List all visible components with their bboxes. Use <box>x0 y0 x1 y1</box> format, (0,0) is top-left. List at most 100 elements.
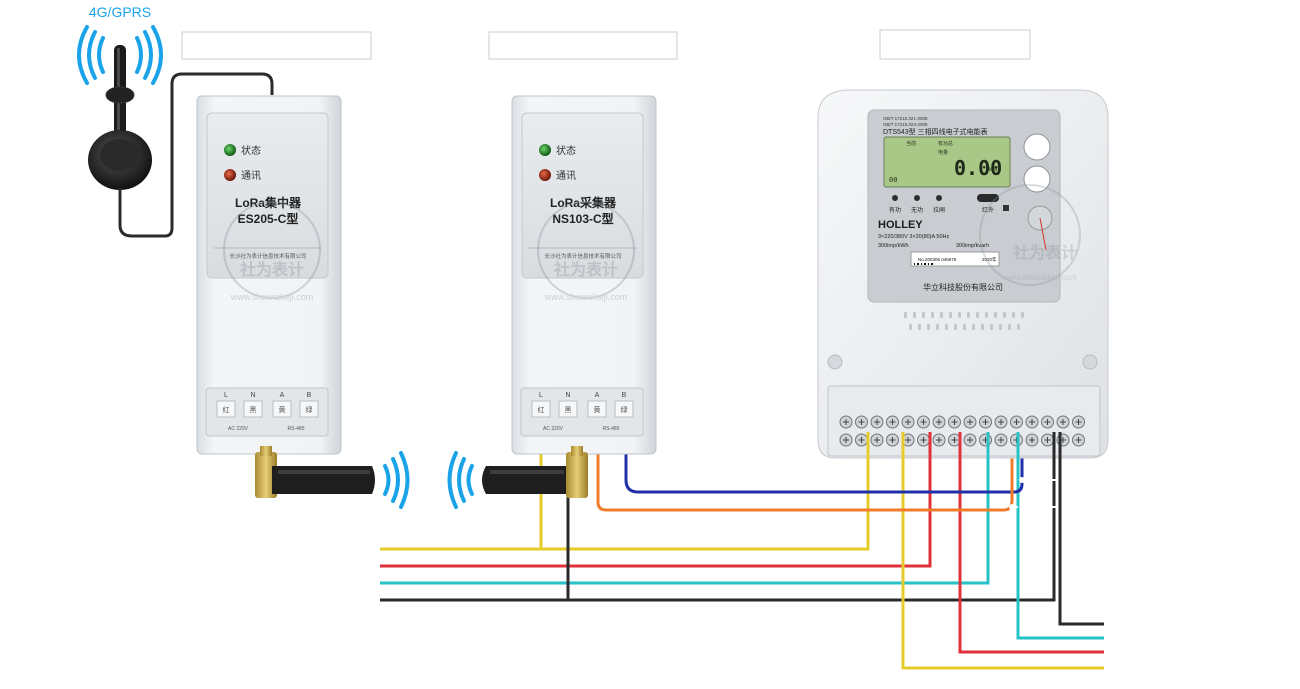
meter-title: DTS543型 三相四线电子式电能表 <box>883 127 988 136</box>
concentrator-lora-antenna <box>255 446 375 498</box>
watermark-stamp: 社为表计 www.shewaikeji.com <box>979 184 1081 286</box>
antenna-cable <box>118 72 274 238</box>
electricity-meter: GB/T 17215.321-2008 GB/T 17215.323-2008 … <box>817 89 1109 459</box>
terminal-letter: L <box>539 392 543 399</box>
comm-label: 通讯 <box>556 170 576 182</box>
meter-lcd <box>883 136 1011 188</box>
watermark-stamp: 社为表计 www.shewaikeji.com <box>537 201 635 302</box>
watermark-url: www.shewaikeji.com <box>544 292 628 302</box>
collector-lora-antenna <box>482 446 588 498</box>
terminal-tag: 红 <box>538 405 545 414</box>
comm-led <box>224 169 236 181</box>
terminal-tag: 绿 <box>621 405 628 414</box>
watermark-text: 社为表计 <box>1012 243 1077 262</box>
signal-waves-top <box>77 25 163 85</box>
device-model: NS103-C型 <box>552 211 613 226</box>
watermark-text: 社为表计 <box>239 260 304 279</box>
screw-slot <box>1029 419 1035 443</box>
meter-year: 2020年 <box>982 256 997 263</box>
terminal-letter: N <box>250 392 255 399</box>
meter-button-icon <box>1023 165 1051 193</box>
watermark-url: www.shewaikeji.com <box>1002 273 1077 282</box>
header-box-concentrator <box>181 31 372 60</box>
ir-port <box>977 194 999 202</box>
screw-slot <box>967 419 973 443</box>
device-model: ES205-C型 <box>238 211 299 226</box>
terminal-letter: A <box>280 392 285 399</box>
power-bus-wires <box>380 400 1104 670</box>
lora-collector: 状态 通讯 LoRa采集器 NS103-C型 长沙社为表计信息技术有限公司 社为… <box>511 95 657 455</box>
power-note: AC 220V <box>543 426 564 432</box>
lcd-label: 电量 <box>938 149 948 156</box>
status-label: 状态 <box>556 144 576 157</box>
bus-note: RS-485 <box>288 426 305 432</box>
watermark-url: www.shewaikeji.com <box>230 292 314 302</box>
terminal-block <box>520 387 644 437</box>
lcd-label: 当前 <box>906 140 916 147</box>
meter-standard-2: GB/T 17215.323-2008 <box>883 122 928 127</box>
screw-slot <box>874 419 880 443</box>
terminal-tag: 黄 <box>594 405 601 414</box>
lcd-value: 0.00 <box>954 156 1002 180</box>
screw-slot <box>858 419 865 443</box>
screw-slot <box>936 419 942 443</box>
junction-dot <box>1019 477 1025 483</box>
meter-button-icon <box>1023 133 1051 161</box>
meter-spec-1: 3×220/380V 3×20(80)A 50Hz <box>878 234 950 240</box>
junction-dot <box>1009 504 1015 510</box>
meter-wire-stubs <box>866 432 1062 460</box>
power-note: AC 220V <box>228 426 249 432</box>
lcd-small: 00 <box>889 176 897 184</box>
screw-slot <box>1013 419 1020 443</box>
terminal-tag: 红 <box>223 405 230 414</box>
company-name: 长沙社为表计信息技术有限公司 <box>229 252 306 260</box>
meter-standard-1: GB/T 17215.321-2008 <box>883 116 928 121</box>
watermark-stamp: 社为表计 www.shewaikeji.com <box>223 201 321 302</box>
meter-vents <box>904 312 1024 330</box>
terminal-letter: B <box>307 392 312 399</box>
meter-brand: HOLLEY <box>878 219 923 231</box>
indicator-label: 无功 <box>911 206 923 214</box>
device-name: LoRa采集器 <box>550 195 617 210</box>
dashed-markers <box>1012 479 1072 508</box>
terminal-letter: L <box>224 392 228 399</box>
screw-slot <box>1075 419 1082 443</box>
status-led <box>224 144 236 156</box>
terminal-letter: N <box>565 392 570 399</box>
terminal-block <box>205 387 329 437</box>
screw-slot <box>843 419 849 443</box>
screw-slot <box>920 419 927 443</box>
device-name: LoRa集中器 <box>235 195 302 210</box>
indicator-label: 有功 <box>889 206 901 214</box>
signal-waves-left <box>447 451 474 509</box>
indicator-label: 拉闸 <box>933 206 945 214</box>
screw-slot <box>998 419 1004 443</box>
meter-serial: No.200306 046679 <box>918 257 957 262</box>
terminal-tag: 黑 <box>250 406 257 414</box>
header-box-collector <box>488 31 678 60</box>
meter-spec-2: 300imp/kWh <box>878 243 909 249</box>
antenna-4g <box>88 45 152 190</box>
barcode-icon <box>914 263 933 265</box>
comm-label: 通讯 <box>241 170 261 182</box>
watermark-text: 社为表计 <box>553 260 618 279</box>
comm-led <box>539 169 551 181</box>
screw-slot <box>889 419 896 443</box>
ir-label: 红外 <box>982 206 994 214</box>
terminal-tag: 绿 <box>306 405 313 414</box>
meter-maker: 华立科技股份有限公司 <box>923 282 1003 292</box>
terminal-tag: 黄 <box>279 405 286 414</box>
screw-slot <box>982 419 989 443</box>
terminal-letter: B <box>622 392 627 399</box>
screw-slot <box>1060 419 1066 443</box>
screw-slot <box>951 419 958 443</box>
screw-slot <box>905 419 911 443</box>
status-led <box>539 144 551 156</box>
antenna-label: 4G/GPRS <box>89 4 151 20</box>
terminal-letter: A <box>595 392 600 399</box>
terminal-tag: 黑 <box>565 406 572 414</box>
lcd-label: 有功总 <box>938 140 953 147</box>
screw-slot <box>1044 419 1051 443</box>
header-box-meter <box>879 29 1031 60</box>
